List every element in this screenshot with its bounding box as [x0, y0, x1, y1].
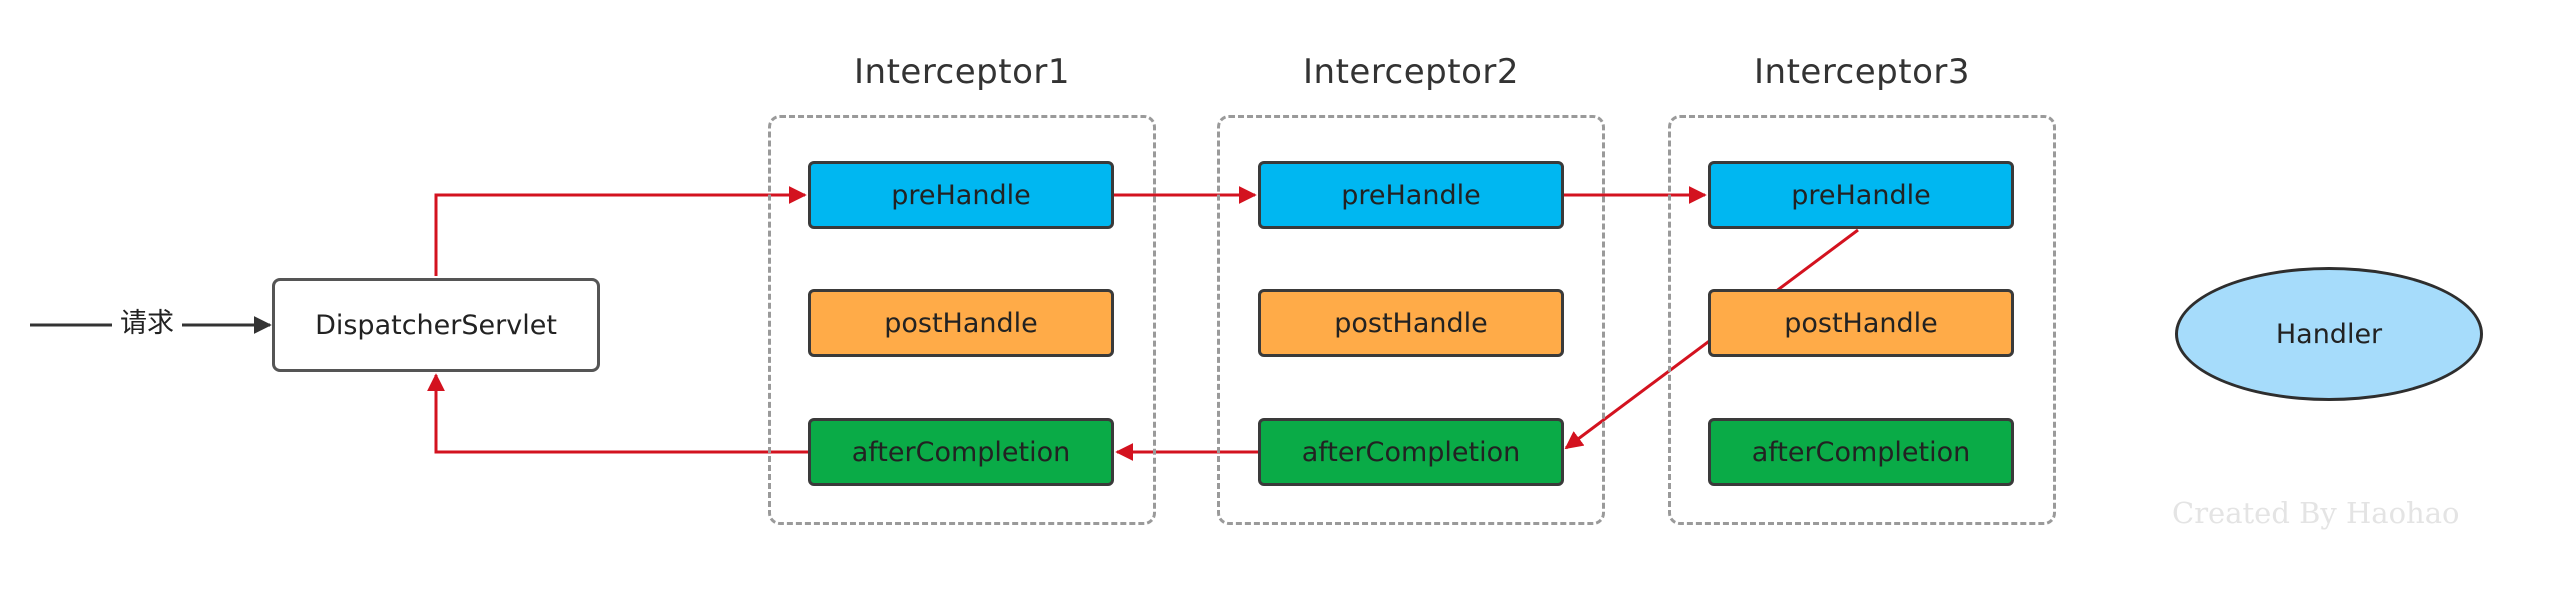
arrow-dispatcher-to-prehandle-1 — [434, 186, 807, 276]
watermark-text: Created By Haohao — [2172, 496, 2460, 530]
dispatcher-servlet-box: DispatcherServlet — [272, 278, 600, 372]
interceptor-3-group — [1668, 115, 2056, 525]
interceptor-3-posthandle: postHandle — [1708, 289, 2014, 357]
interceptor-1-posthandle: postHandle — [808, 289, 1114, 357]
interceptor-2-aftercompletion: afterCompletion — [1258, 418, 1564, 486]
interceptor-2-prehandle: preHandle — [1258, 161, 1564, 229]
interceptor-2-group — [1217, 115, 1605, 525]
interceptor-2-title: Interceptor2 — [1303, 52, 1519, 92]
interceptor-2-posthandle: postHandle — [1258, 289, 1564, 357]
interceptor-1-group — [768, 115, 1156, 525]
interceptor-1-prehandle: preHandle — [808, 161, 1114, 229]
interceptor-3-title: Interceptor3 — [1754, 52, 1970, 92]
interceptor-1-title: Interceptor1 — [854, 52, 1070, 92]
arrow-aftercompletion-1-to-dispatcher — [427, 373, 808, 454]
interceptor-1-aftercompletion: afterCompletion — [808, 418, 1114, 486]
request-label: 请求 — [112, 306, 182, 342]
interceptor-3-prehandle: preHandle — [1708, 161, 2014, 229]
handler-ellipse: Handler — [2175, 267, 2483, 401]
interceptor-3-aftercompletion: afterCompletion — [1708, 418, 2014, 486]
